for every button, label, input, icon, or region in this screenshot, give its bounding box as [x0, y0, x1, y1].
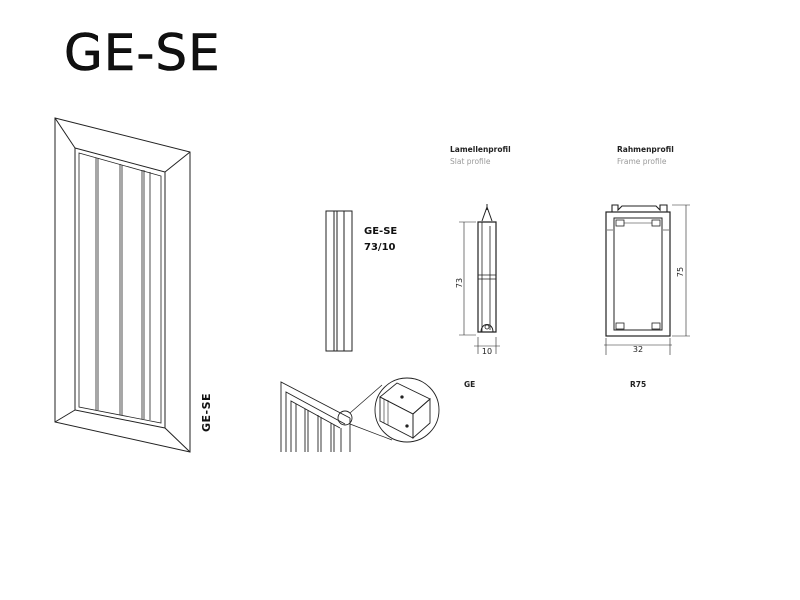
frame-profile-code: R75: [630, 380, 647, 389]
frame-profile-title-de: Rahmenprofil: [617, 145, 674, 154]
slat-profile-title-en: Slat profile: [450, 157, 491, 166]
slat-section-drawing: [325, 210, 353, 352]
shutter-panel-drawing: [54, 117, 191, 453]
page-title: GE-SE: [64, 24, 221, 82]
frame-profile-drawing: [604, 204, 690, 355]
frame-dim-width: 32: [633, 345, 643, 354]
slat-profile-drawing: [459, 204, 500, 354]
slat-profile-code: GE: [464, 380, 476, 389]
frame-dim-height: 75: [676, 267, 685, 277]
frame-profile-title-en: Frame profile: [617, 157, 667, 166]
slat-dim-height: 73: [455, 278, 464, 288]
slat-profile-title-de: Lamellenprofil: [450, 145, 511, 154]
slat-spec-name: GE-SE: [364, 226, 398, 237]
slat-spec-size: 73/10: [364, 242, 396, 253]
corner-detail-drawing: [280, 377, 440, 452]
shutter-vertical-label: GE-SE: [200, 392, 213, 432]
slat-dim-width: 10: [482, 347, 492, 356]
